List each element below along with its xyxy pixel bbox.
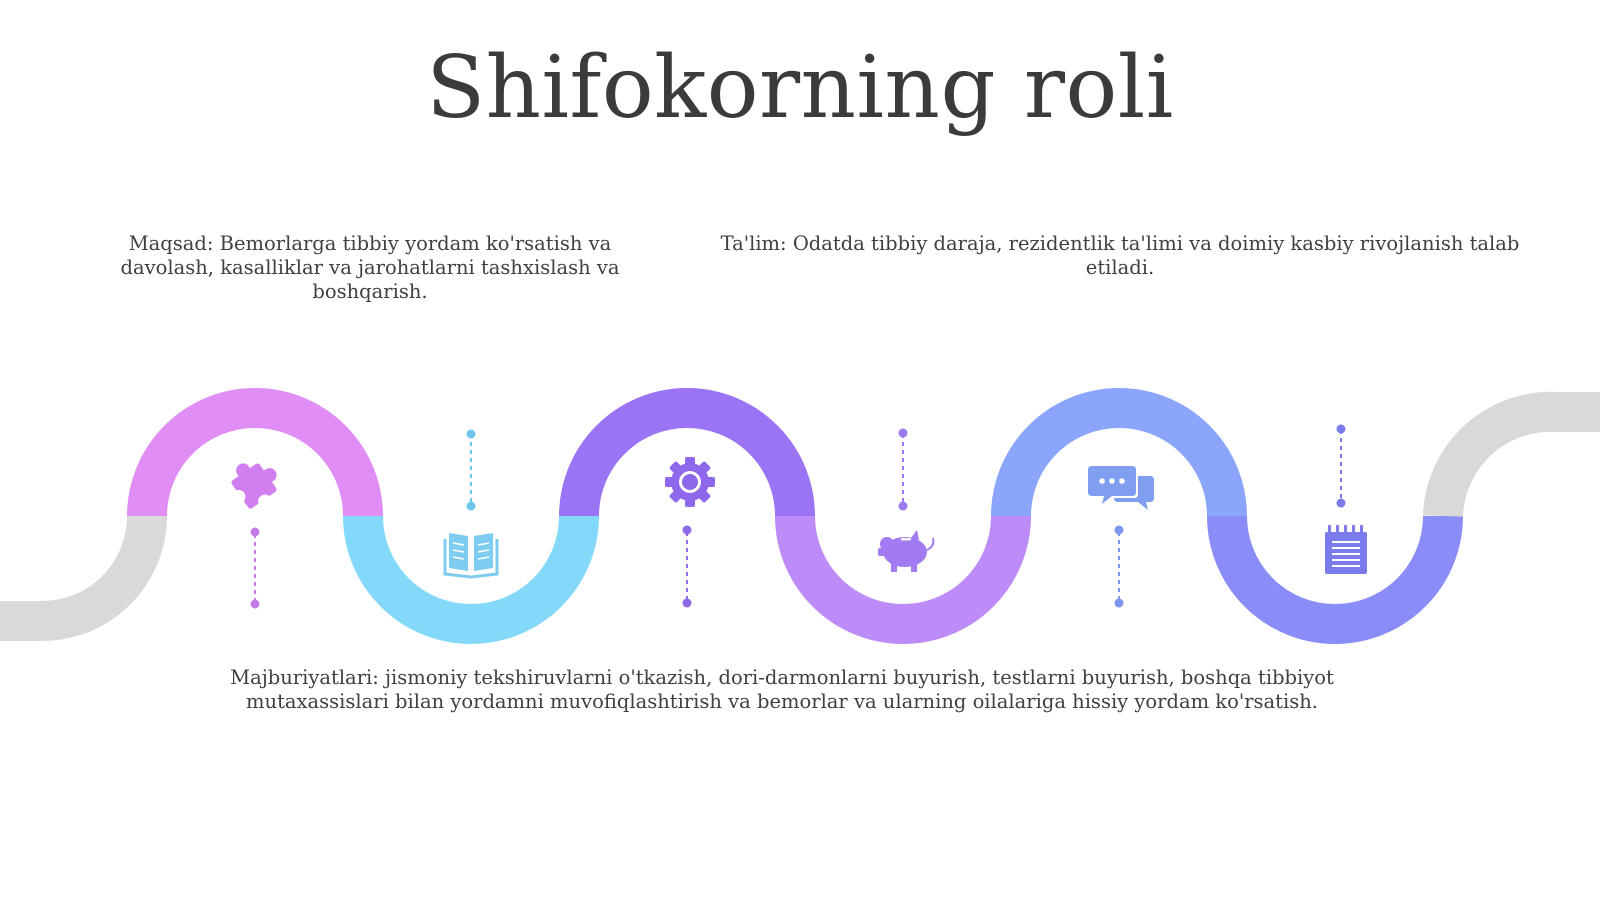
wave-segment-periwinkle [991, 388, 1247, 517]
chat-icon [1088, 466, 1154, 510]
wave-segment-pink [127, 388, 383, 517]
slide-title: Shifokorning roli [426, 38, 1174, 138]
notepad-icon [1325, 525, 1367, 574]
piggy-bank-icon [878, 530, 935, 572]
puzzle-icon [231, 463, 277, 509]
education-text: Ta'lim: Odatda tibbiy daraja, rezidentli… [720, 232, 1520, 279]
book-icon [443, 533, 499, 579]
wave-segment-light-blue [343, 515, 599, 644]
wave-segment-blue-violet [1207, 515, 1463, 644]
purpose-text: Maqsad: Bemorlarga tibbiy yordam ko'rsat… [120, 232, 620, 303]
wave-segment-gray-left [0, 515, 167, 641]
gear-icon [665, 457, 715, 507]
wave-segment-lavender [775, 515, 1031, 644]
duties-text: Majburiyatlari: jismoniy tekshiruvlarni … [230, 666, 1334, 713]
wave-segment-violet [559, 388, 815, 517]
wave-segment-gray-right [1423, 391, 1600, 518]
